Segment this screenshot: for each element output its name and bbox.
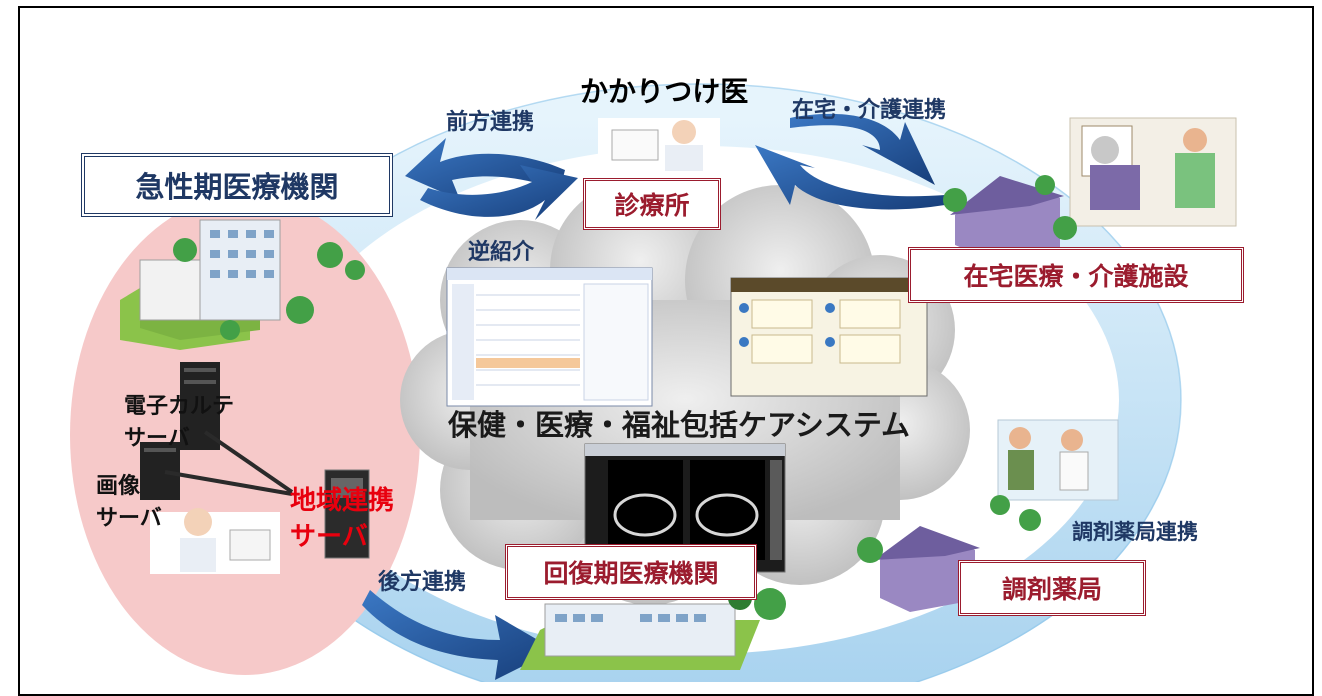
image-server-label-2: サーバ bbox=[96, 506, 162, 531]
emr-server-label-1: 電子カルテ bbox=[124, 394, 235, 419]
forward-link-arrow bbox=[405, 138, 565, 200]
top-title: かかりつけ医 bbox=[580, 75, 749, 108]
clinic-doctor-icon bbox=[598, 118, 720, 178]
acute-facility-label: 急性期医療機関 bbox=[81, 153, 393, 217]
recovery-facility-label: 回復期医療機関 bbox=[505, 544, 757, 600]
pharmacy-facility-label: 調剤薬局 bbox=[958, 560, 1146, 616]
home-care-link-label: 在宅・介護連携 bbox=[792, 98, 947, 123]
clinic-facility-label: 診療所 bbox=[583, 178, 721, 230]
image-server-label-1: 画像 bbox=[96, 474, 141, 499]
recovery-hospital-illustration bbox=[520, 586, 786, 670]
home-care-arrow-back bbox=[755, 145, 945, 210]
backward-link-label: 後方連携 bbox=[378, 570, 467, 595]
diagram-canvas bbox=[70, 83, 1237, 682]
emr-screen-2 bbox=[730, 277, 928, 397]
home-care-house bbox=[943, 175, 1077, 260]
home-care-photo bbox=[1069, 117, 1237, 227]
pharmacy-photo bbox=[997, 419, 1119, 501]
regional-server-icon bbox=[324, 469, 370, 559]
image-server-icon bbox=[140, 442, 180, 500]
center-title: 保健・医療・福祉包括ケアシステム bbox=[448, 408, 910, 442]
home-care-arrow-out bbox=[790, 113, 935, 185]
acute-hospital-illustration bbox=[120, 219, 365, 350]
emr-screen-1 bbox=[446, 267, 653, 407]
reverse-referral-label: 逆紹介 bbox=[468, 240, 535, 265]
home-care-facility-label: 在宅医療・介護施設 bbox=[908, 247, 1244, 303]
regional-server-label-1: 地域連携 bbox=[290, 486, 395, 516]
pharmacy-house bbox=[857, 495, 1041, 612]
emr-server-label-2: サーバ bbox=[124, 426, 190, 451]
forward-link-label: 前方連携 bbox=[446, 110, 535, 135]
doctor-at-pc-icon bbox=[150, 508, 280, 574]
backward-link-arrow bbox=[362, 590, 555, 680]
regional-server-label-2: サーバ bbox=[290, 522, 368, 552]
reverse-referral-arrow bbox=[420, 165, 578, 220]
pharmacy-link-label: 調剤薬局連携 bbox=[1072, 520, 1198, 544]
